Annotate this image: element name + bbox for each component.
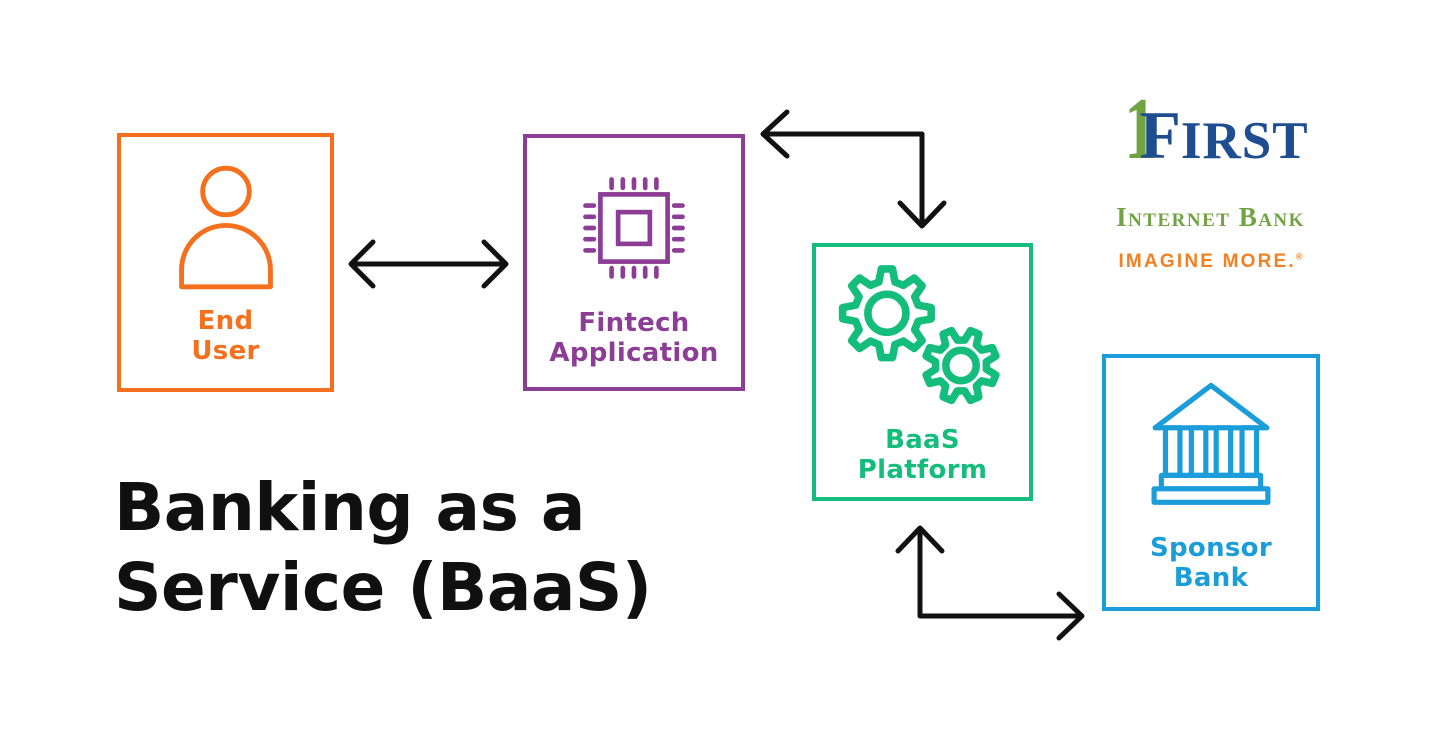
fintech-application-box: Fintech Application bbox=[523, 134, 745, 391]
page-title-line2: Service (BaaS) bbox=[114, 549, 652, 626]
bank-icon bbox=[1151, 382, 1271, 505]
label-line: End bbox=[197, 306, 254, 336]
logo-tagline-text: IMAGINE MORE. bbox=[1118, 251, 1296, 272]
arrow-baas-sponsor bbox=[895, 525, 1085, 641]
label-line: Sponsor bbox=[1150, 533, 1272, 563]
baas-platform-box: BaaS Platform bbox=[812, 243, 1033, 501]
logo-subtitle: Internet Bank bbox=[1116, 202, 1305, 232]
label-line: Application bbox=[549, 338, 719, 368]
sponsor-bank-label: Sponsor Bank bbox=[1150, 533, 1272, 593]
registered-trademark-icon: ® bbox=[1295, 251, 1303, 262]
logo-tagline: IMAGINE MORE.® bbox=[1108, 251, 1313, 273]
gears-icon bbox=[838, 265, 1000, 405]
label-line: User bbox=[191, 336, 260, 366]
label-line: Bank bbox=[1173, 563, 1249, 593]
chip-icon bbox=[583, 177, 685, 279]
baas-platform-label: BaaS Platform bbox=[858, 425, 987, 485]
end-user-box: End User bbox=[117, 133, 334, 392]
label-line: Platform bbox=[857, 455, 988, 485]
end-user-label: End User bbox=[191, 306, 259, 366]
fintech-application-label: Fintech Application bbox=[549, 308, 718, 368]
arrow-enduser-fintech bbox=[348, 239, 509, 289]
page-title-line1: Banking as a bbox=[114, 469, 585, 546]
person-icon bbox=[178, 165, 273, 290]
arrow-fintech-baas bbox=[760, 109, 947, 229]
label-line: Fintech bbox=[578, 308, 690, 338]
sponsor-bank-box: Sponsor Bank bbox=[1102, 354, 1320, 611]
page-title: Banking as a Service (BaaS) bbox=[114, 468, 652, 628]
label-line: BaaS bbox=[885, 425, 960, 455]
